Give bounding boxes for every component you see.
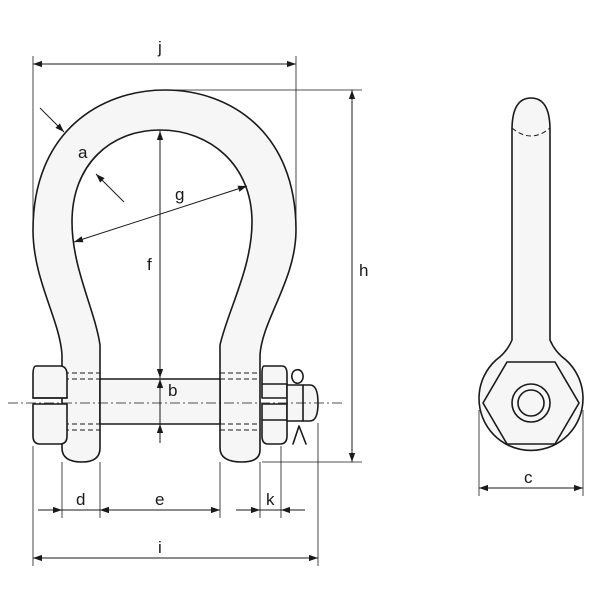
dimension-lines — [32, 56, 362, 566]
label-c: c — [524, 468, 533, 487]
dimension-labels: j a g f h b d e k i c — [76, 38, 533, 557]
label-f: f — [147, 255, 152, 274]
shackle-side-view — [478, 97, 584, 496]
label-i: i — [158, 538, 162, 557]
label-e: e — [155, 490, 164, 509]
shackle-front-view — [8, 89, 345, 463]
dim-a-inner — [95, 173, 125, 203]
shackle-bow — [32, 89, 297, 463]
cotter-pin — [291, 368, 307, 445]
dim-a-outer — [39, 107, 65, 133]
label-d: d — [76, 490, 85, 509]
nut-hex — [261, 365, 288, 445]
side-bow-leg — [478, 97, 584, 452]
label-j: j — [157, 38, 162, 57]
label-a: a — [78, 143, 88, 162]
pin-hidden-lines — [64, 372, 260, 431]
pin-head-hex — [32, 365, 68, 445]
label-g: g — [175, 185, 184, 204]
label-k: k — [266, 490, 275, 509]
label-h: h — [359, 261, 368, 280]
label-b: b — [168, 381, 177, 400]
